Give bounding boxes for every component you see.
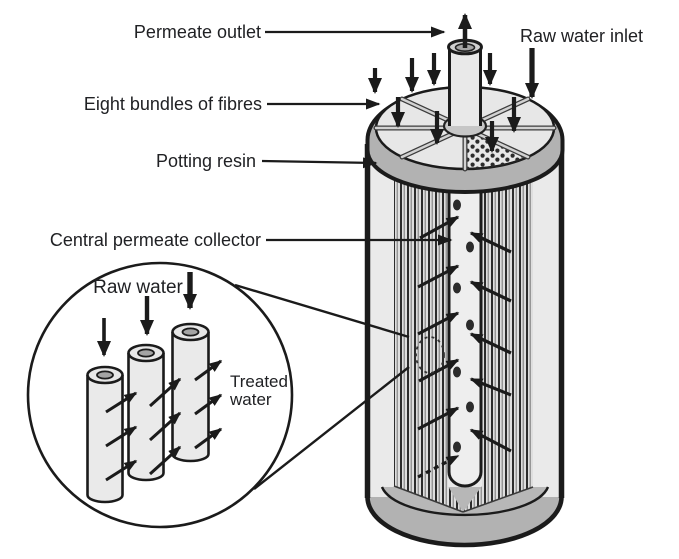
droplet — [453, 441, 461, 453]
diagonal-arrow-dashed-icon — [417, 454, 460, 479]
diagonal-arrow-icon — [419, 215, 460, 240]
bundle-cut-edge-left — [393, 485, 464, 513]
label-treated-water-line2: water — [229, 390, 272, 409]
bundle-cut-edge-right — [462, 486, 534, 513]
permeate-tube — [447, 38, 483, 126]
diagonal-arrow-icon — [469, 280, 512, 303]
fibre-body — [127, 353, 165, 482]
callout-line-lower — [253, 366, 410, 490]
label-inset-raw-water: Raw water — [93, 277, 183, 298]
diagonal-arrow-icon — [105, 391, 138, 414]
fibre-bore — [137, 348, 155, 358]
diagonal-arrow-icon — [194, 427, 223, 450]
leader-potting-resin — [261, 157, 378, 169]
label-central-permeate-collector: Central permeate collector — [50, 230, 261, 250]
diagonal-arrow-icon — [148, 411, 182, 442]
inset-treated-water-arrows — [105, 359, 223, 482]
diagonal-arrow-icon — [148, 445, 182, 476]
fibre-bore — [181, 327, 200, 337]
collector-inflow-arrows-left — [417, 215, 460, 479]
diagonal-arrow-icon — [194, 359, 223, 382]
zoom-source-region — [415, 336, 445, 374]
droplet — [466, 401, 474, 413]
diagonal-arrow-icon — [469, 428, 512, 453]
diagonal-arrow-icon — [105, 459, 138, 482]
droplet — [466, 319, 474, 331]
label-potting-resin: Potting resin — [156, 151, 256, 171]
bottom-cap-outline — [365, 496, 564, 548]
inset-raw-water-arrows — [97, 272, 197, 357]
fibre-cylinder — [86, 365, 124, 504]
label-treated-water-line1: Treated — [230, 372, 288, 391]
diagonal-arrow-icon — [194, 393, 223, 416]
label-permeate-outlet: Permeate outlet — [134, 22, 261, 42]
tube-edges — [448, 47, 482, 126]
droplet — [453, 366, 461, 378]
diagonal-arrow-icon — [417, 264, 460, 289]
droplet — [453, 282, 461, 294]
label-eight-bundles-of-fibres: Eight bundles of fibres — [84, 94, 262, 114]
diagonal-arrow-icon — [105, 425, 138, 448]
magnified-inset: Raw water Treated water — [26, 261, 445, 529]
module-cutaway — [364, 13, 565, 548]
diagonal-arrow-icon — [469, 377, 512, 397]
fibre-bundle-right — [463, 150, 533, 512]
central-collector-channel — [447, 165, 483, 488]
droplet — [466, 241, 474, 253]
collector-inflow-arrows-right — [469, 231, 512, 453]
callout-line-upper — [234, 283, 410, 339]
diagonal-arrow-icon — [417, 406, 460, 431]
fibre-cylinder — [127, 343, 165, 482]
diagonal-arrow-icon — [469, 332, 512, 355]
diagonal-arrow-icon — [417, 311, 460, 336]
tube-body — [449, 46, 481, 126]
fibre-bore — [96, 370, 114, 380]
inner-floor-arc — [380, 486, 550, 517]
callout-labels: Permeate outlet Raw water inlet Eight bu… — [50, 22, 643, 250]
label-raw-water-inlet: Raw water inlet — [520, 26, 643, 46]
raw-water-inflow-arrows — [368, 48, 539, 153]
droplet — [453, 199, 461, 211]
diagonal-arrow-icon — [469, 231, 512, 254]
diagonal-arrow-icon — [148, 377, 182, 408]
